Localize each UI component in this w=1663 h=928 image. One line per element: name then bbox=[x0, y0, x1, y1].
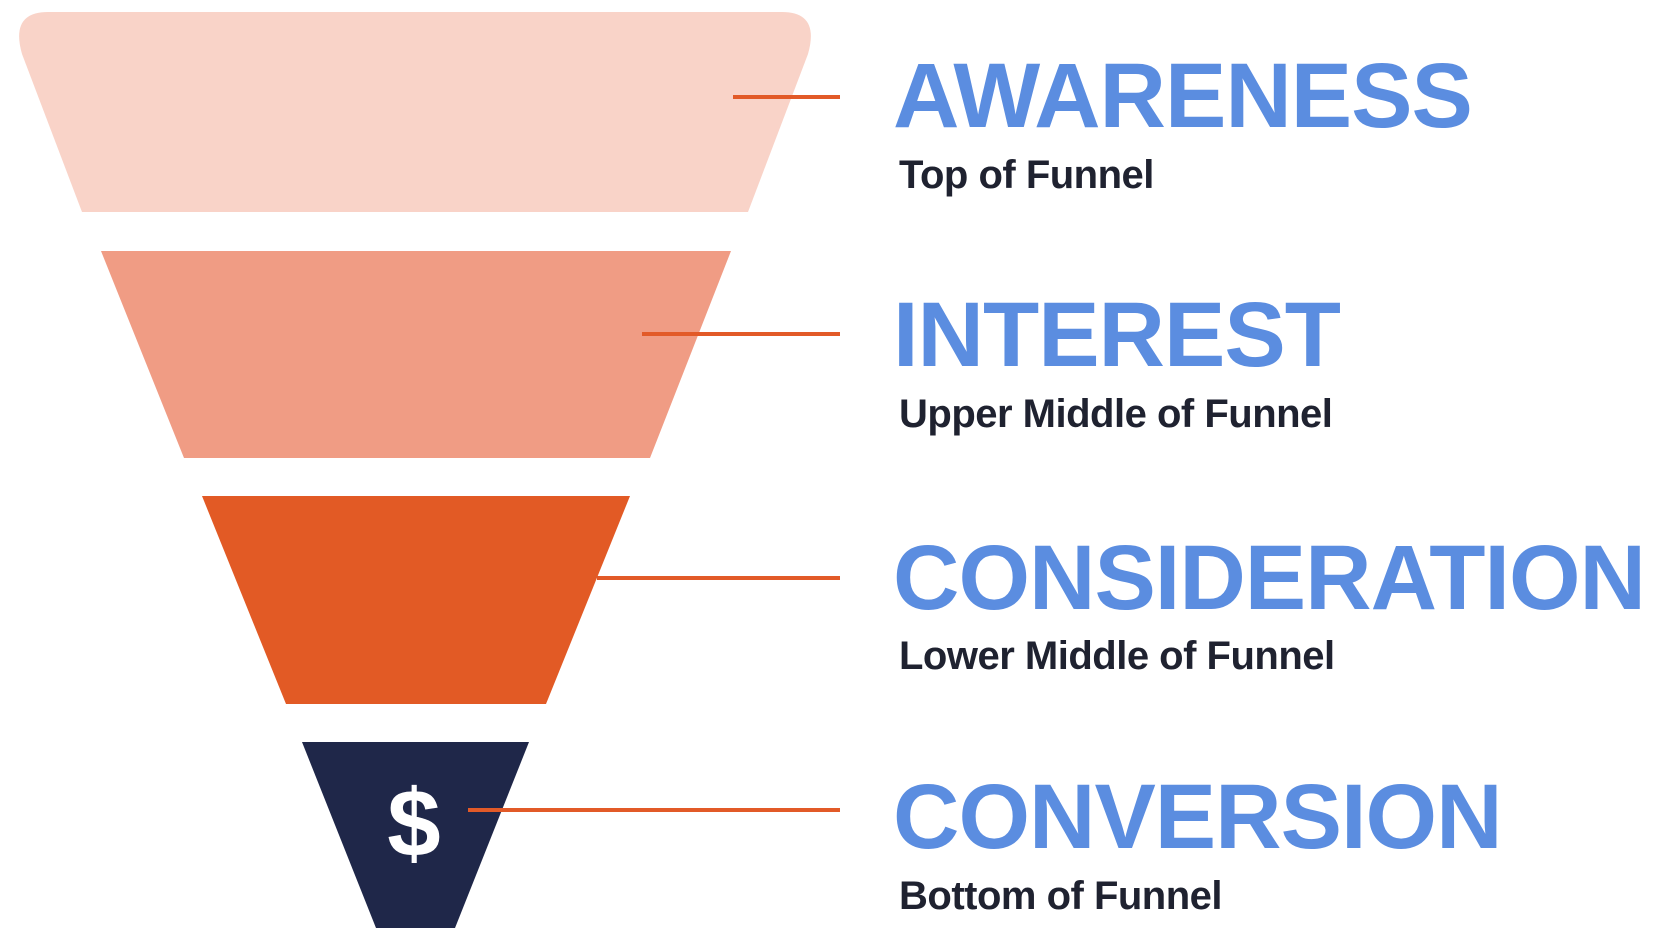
dollar-icon: $ bbox=[387, 770, 440, 877]
stage-subtitle-awareness: Top of Funnel bbox=[899, 153, 1154, 197]
stage-subtitle-conversion: Bottom of Funnel bbox=[899, 874, 1223, 918]
stage-title-conversion: CONVERSION bbox=[893, 766, 1503, 868]
funnel-segment-interest bbox=[101, 251, 731, 458]
stage-subtitle-consideration: Lower Middle of Funnel bbox=[899, 634, 1335, 678]
stage-title-interest: INTEREST bbox=[893, 284, 1341, 386]
funnel-segment-consideration bbox=[202, 496, 630, 704]
stage-title-awareness: AWARENESS bbox=[893, 45, 1473, 147]
funnel-segment-awareness bbox=[19, 12, 811, 212]
stage-title-consideration: CONSIDERATION bbox=[893, 527, 1646, 629]
stage-subtitle-interest: Upper Middle of Funnel bbox=[899, 392, 1333, 436]
funnel-segment-conversion bbox=[302, 742, 529, 928]
